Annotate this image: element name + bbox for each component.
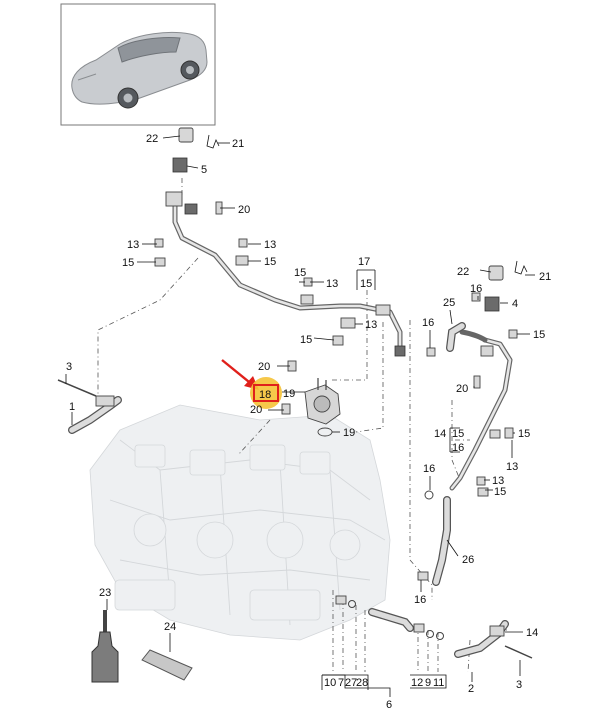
callout-22[interactable]: 22	[457, 266, 469, 278]
callout-9[interactable]: 9	[425, 677, 431, 689]
callout-27[interactable]: 27	[345, 677, 357, 689]
coolant-pipe-right	[449, 329, 513, 491]
callout-13[interactable]: 13	[506, 461, 518, 473]
callout-3[interactable]: 3	[66, 361, 72, 373]
callout-13[interactable]: 13	[264, 239, 276, 251]
pipe-2	[454, 620, 533, 659]
callout-16[interactable]: 16	[414, 594, 426, 606]
callout-2[interactable]: 2	[468, 683, 474, 695]
tube-24	[141, 649, 193, 681]
callout-20[interactable]: 20	[250, 404, 262, 416]
pump-assembly	[304, 378, 341, 437]
callout-14[interactable]: 14	[526, 627, 538, 639]
callout-15[interactable]: 15	[452, 428, 464, 440]
middle-fittings	[281, 277, 344, 415]
engine-block	[89, 404, 391, 641]
callouts: 22 21 5 20 13 15 13 15 17 15 15 13 15 13…	[66, 133, 551, 711]
callout-16[interactable]: 16	[452, 442, 464, 454]
callout-14[interactable]: 14	[434, 428, 446, 440]
callout-11[interactable]: 11	[433, 677, 444, 689]
callout-25[interactable]: 25	[443, 297, 455, 309]
callout-21[interactable]: 21	[539, 271, 551, 283]
callout-21[interactable]: 21	[232, 138, 244, 150]
callout-17[interactable]: 17	[358, 256, 370, 268]
hose-25	[446, 322, 466, 352]
callout-23[interactable]: 23	[99, 587, 111, 599]
callout-16[interactable]: 16	[470, 283, 482, 295]
callout-20[interactable]: 20	[238, 204, 250, 216]
callout-15[interactable]: 15	[294, 267, 306, 279]
callout-22[interactable]: 22	[146, 133, 158, 145]
callout-20[interactable]: 20	[258, 361, 270, 373]
coolant-bottle-23	[91, 610, 119, 683]
callout-15[interactable]: 15	[518, 428, 530, 440]
callout-24[interactable]: 24	[164, 621, 176, 633]
top-left-fittings	[154, 127, 249, 267]
callout-4[interactable]: 4	[512, 298, 518, 310]
callout-15[interactable]: 15	[264, 256, 276, 268]
callout-15[interactable]: 15	[533, 329, 545, 341]
callout-7[interactable]: 7	[338, 677, 344, 689]
callout-12[interactable]: 12	[411, 677, 423, 689]
callout-13[interactable]: 13	[365, 319, 377, 331]
highlight-marker	[250, 377, 282, 409]
top-right-fittings	[417, 260, 528, 581]
callout-20[interactable]: 20	[456, 383, 468, 395]
callout-19[interactable]: 19	[343, 427, 355, 439]
callout-1[interactable]: 1	[69, 401, 75, 413]
leader-lines	[65, 135, 535, 697]
callout-13[interactable]: 13	[326, 278, 338, 290]
callout-13[interactable]: 13	[492, 475, 504, 487]
hose-26	[432, 496, 451, 586]
callout-18[interactable]: 18	[259, 389, 271, 401]
callout-19[interactable]: 19	[283, 388, 295, 400]
callout-13[interactable]: 13	[127, 239, 139, 251]
callout-16[interactable]: 16	[423, 463, 435, 475]
callout-15[interactable]: 15	[122, 257, 134, 269]
callout-10[interactable]: 10	[324, 677, 336, 689]
coolant-pipe-left	[165, 191, 406, 357]
callout-6[interactable]: 6	[386, 699, 392, 711]
callout-28[interactable]: 28	[356, 677, 368, 689]
callout-5[interactable]: 5	[201, 164, 207, 176]
car-thumbnail	[60, 3, 216, 126]
callout-3[interactable]: 3	[516, 679, 522, 691]
callout-15[interactable]: 15	[300, 334, 312, 346]
lower-small-parts	[335, 595, 444, 640]
pipe-1	[57, 379, 122, 434]
callout-15[interactable]: 15	[360, 278, 372, 290]
callout-16[interactable]: 16	[422, 317, 434, 329]
callout-26[interactable]: 26	[462, 554, 474, 566]
callout-15[interactable]: 15	[494, 486, 506, 498]
